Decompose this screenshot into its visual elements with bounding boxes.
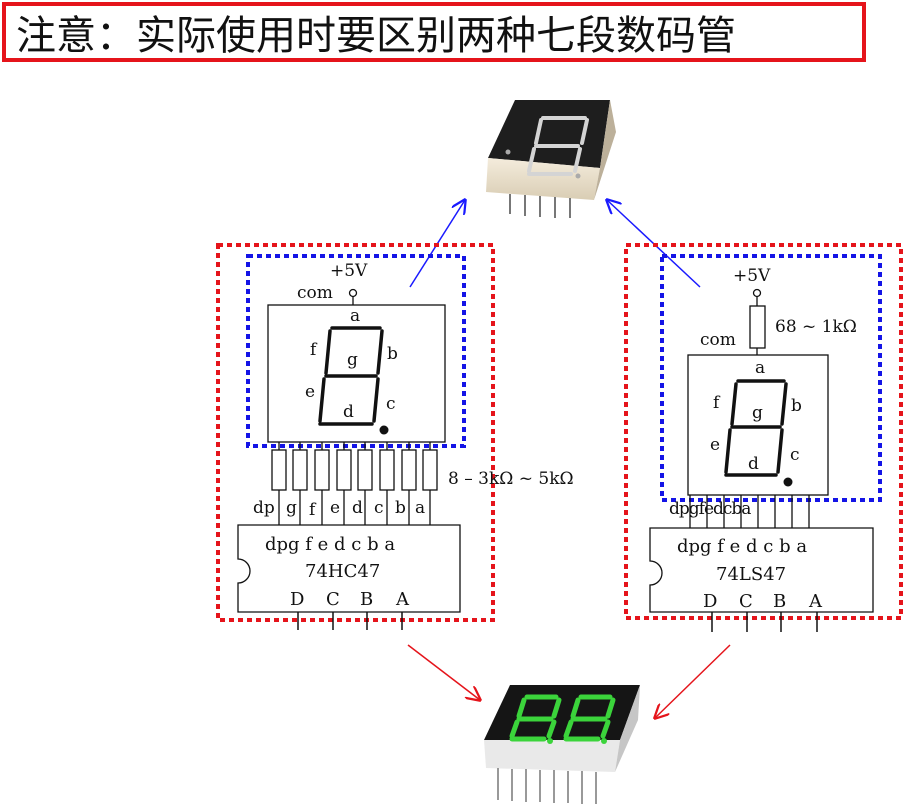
right-seg-c: c	[790, 445, 800, 465]
right-input-B: B	[773, 591, 786, 612]
right-supply-label: +5V	[733, 266, 771, 286]
left-seg-f: f	[310, 340, 318, 360]
left-seg-g: g	[347, 350, 358, 370]
left-input-D: D	[290, 589, 304, 610]
right-seg-f: f	[713, 393, 721, 413]
left-seg-a: a	[350, 306, 360, 326]
arrow-left-to-bottom	[407, 644, 480, 700]
right-chip-body	[649, 527, 874, 613]
left-chip-name: 74HC47	[305, 561, 380, 582]
arrow-right-to-bottom	[655, 644, 731, 718]
left-input-C: C	[326, 589, 340, 610]
left-circuit: +5V com a b c d e f g	[216, 243, 574, 630]
right-blue-frame	[660, 254, 882, 502]
left-chip-body	[237, 524, 461, 613]
left-pin-dp: dp	[253, 498, 275, 518]
right-dp-dot	[783, 477, 793, 487]
right-com-label: com	[700, 330, 736, 350]
right-input-A: A	[808, 591, 823, 612]
right-chip-pins: dpg f e d c b a	[677, 536, 807, 557]
left-seg-e: e	[305, 382, 315, 402]
left-pin-b: b	[395, 498, 406, 518]
title-text: 注意：实际使用时要区别两种七段数码管	[16, 13, 736, 59]
left-blue-frame	[246, 254, 466, 448]
right-pin-labels: dpgfedcba	[669, 499, 751, 519]
right-seg-b: b	[791, 396, 802, 416]
right-circuit: +5V 68 ~ 1kΩ com a b c d e f g dpgfedcba…	[624, 243, 903, 632]
left-pin-c: c	[374, 498, 384, 518]
right-seg-e: e	[710, 435, 720, 455]
left-pin-d: d	[352, 498, 363, 518]
right-input-D: D	[703, 591, 717, 612]
left-seg-b: b	[387, 344, 398, 364]
right-seg-g: g	[752, 403, 763, 423]
left-dp-dot	[379, 425, 389, 435]
title-banner: 注意：实际使用时要区别两种七段数码管	[2, 2, 866, 62]
left-pin-e: e	[330, 498, 340, 518]
left-supply-label: +5V	[330, 261, 368, 281]
right-resistor-label: 68 ~ 1kΩ	[775, 317, 857, 337]
left-resistor-label: 8 – 3kΩ ~ 5kΩ	[448, 469, 574, 489]
left-red-frame	[216, 243, 495, 622]
left-pin-a: a	[415, 498, 425, 518]
right-display-body	[687, 354, 829, 496]
right-chip-name: 74LS47	[716, 564, 786, 585]
display-photo-bottom	[484, 685, 640, 804]
right-seg-a: a	[755, 358, 765, 378]
left-input-A: A	[395, 589, 410, 610]
left-seg-c: c	[386, 394, 396, 414]
left-seg-d: d	[343, 402, 354, 422]
display-photo-top	[486, 100, 616, 218]
left-pin-g: g	[286, 498, 297, 518]
left-pin-f: f	[309, 500, 317, 520]
left-com-label: com	[297, 283, 333, 303]
left-chip-pins: dpg f e d c b a	[265, 534, 395, 555]
left-input-B: B	[360, 589, 373, 610]
right-red-frame	[624, 243, 903, 620]
right-seg-d: d	[748, 454, 759, 474]
right-common-resistor	[749, 305, 766, 349]
right-input-C: C	[739, 591, 753, 612]
